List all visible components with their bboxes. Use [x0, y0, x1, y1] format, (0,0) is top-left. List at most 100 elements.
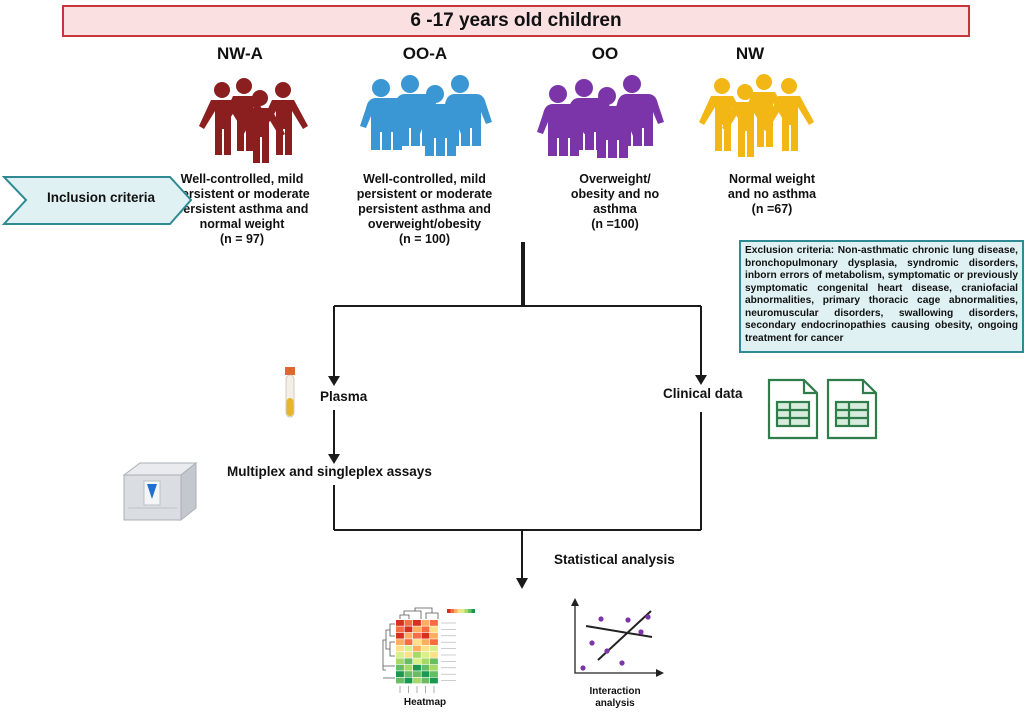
heatmap-cell — [430, 632, 438, 639]
group-n: (n = 97) — [219, 232, 265, 246]
analyzer-instrument-icon — [122, 461, 198, 522]
plasma-label: Plasma — [320, 389, 368, 404]
desc-line: Normal weight — [728, 172, 816, 186]
heatmap-cell — [421, 652, 430, 658]
people-nw-icon — [699, 74, 814, 157]
exclusion-criteria-box: Exclusion criteria: Non-asthmatic chroni… — [739, 240, 1024, 353]
heatmap-cell — [413, 671, 421, 677]
group-label-nw: NW — [735, 44, 765, 63]
heatmap-cell — [404, 664, 413, 671]
desc-line: persistent asthma and — [358, 202, 491, 216]
statistical-analysis-label: Statistical analysis — [554, 552, 675, 567]
people-oo-icon — [537, 75, 664, 158]
flow-arrowheads — [328, 375, 707, 589]
group-desc-oo-a: Well-controlled, mild persistent or mode… — [352, 172, 497, 247]
heatmap-color-key — [450, 609, 454, 613]
spreadsheet-icon — [826, 378, 878, 440]
heatmap-cell — [413, 639, 421, 645]
arrow-head — [695, 375, 707, 385]
inclusion-chevron — [1, 176, 193, 225]
heatmap-cell — [430, 626, 438, 633]
heatmap-cell — [404, 645, 413, 652]
spreadsheet-icon — [767, 378, 819, 440]
heatmap-cell — [421, 626, 430, 633]
heatmap-cell — [404, 658, 413, 665]
people-nw-a-icon — [199, 78, 308, 163]
desc-line: and no asthma — [727, 187, 817, 201]
heatmap-cell — [396, 626, 404, 633]
heatmap-cell — [396, 664, 404, 671]
heatmap-caption: Heatmap — [403, 697, 447, 708]
heatmap-cell — [421, 671, 430, 677]
heatmap-cell — [430, 639, 438, 645]
group-n: (n = 100) — [398, 232, 451, 246]
heatmap-color-key — [461, 609, 465, 613]
heatmap-cell — [396, 677, 404, 684]
group-label-oo-a: OO-A — [402, 44, 448, 63]
heatmap-dendrogram — [382, 623, 395, 679]
heatmap-cell — [396, 671, 404, 677]
heatmap-cell — [396, 632, 404, 639]
clinical-data-label: Clinical data — [663, 386, 743, 401]
heatmap-color-key — [471, 609, 475, 613]
heatmap-cell — [413, 677, 421, 684]
heatmap-color-key — [464, 609, 468, 613]
title-banner: 6 -17 years old children — [62, 5, 970, 37]
heatmap-cell — [396, 645, 404, 652]
group-label-oo: OO — [591, 44, 619, 63]
heatmap-cell — [421, 645, 430, 652]
heatmap-cell — [413, 652, 421, 658]
heatmap-cell — [421, 664, 430, 671]
flow-lines — [333, 242, 702, 580]
heatmap-cell — [396, 639, 404, 645]
arrow-head — [516, 578, 528, 589]
heatmap-cell — [404, 652, 413, 658]
inclusion-criteria-label: Inclusion criteria — [46, 190, 156, 205]
heatmap-cell — [430, 664, 438, 671]
heatmap-cell — [421, 632, 430, 639]
heatmap-cell — [413, 632, 421, 639]
assays-label: Multiplex and singleplex assays — [227, 464, 432, 479]
heatmap-cell — [404, 639, 413, 645]
heatmap-cell — [430, 677, 438, 684]
desc-line: asthma — [593, 202, 637, 216]
desc-line: overweight/obesity — [367, 217, 482, 231]
title-text: 6 -17 years old children — [410, 10, 622, 31]
heatmap-cell — [421, 620, 430, 626]
heatmap-cell — [430, 671, 438, 677]
heatmap-cell — [421, 658, 430, 665]
group-desc-nw: Normal weight and no asthma (n =67) — [712, 172, 832, 217]
heatmap-cell — [413, 658, 421, 665]
desc-line: persistent or moderate — [356, 187, 493, 201]
heatmap-color-key — [447, 609, 451, 613]
heatmap-cell — [404, 632, 413, 639]
people-oo-a-icon — [360, 75, 492, 156]
blood-tube-icon — [285, 367, 295, 418]
heatmap-cell — [430, 658, 438, 665]
heatmap-color-key — [457, 609, 461, 613]
arrow-head — [328, 376, 340, 386]
interaction-caption: Interaction analysis — [570, 686, 660, 710]
heatmap-cell — [404, 626, 413, 633]
heatmap-cell — [413, 620, 421, 626]
heatmap-cell — [430, 645, 438, 652]
group-desc-oo: Overweight/ obesity and no asthma (n =10… — [555, 172, 675, 232]
heatmap-color-key — [454, 609, 458, 613]
heatmap-cell — [421, 639, 430, 645]
heatmap-cell — [396, 620, 404, 626]
desc-line: persistent asthma and — [175, 202, 309, 216]
heatmap-cell — [396, 658, 404, 665]
desc-line: obesity and no — [570, 187, 660, 201]
exclusion-criteria-text: Exclusion criteria: Non-asthmatic chroni… — [745, 245, 1018, 344]
heatmap-cell — [413, 664, 421, 671]
heatmap-color-key — [468, 609, 472, 613]
heatmap-cell — [430, 620, 438, 626]
heatmap-dendrogram — [399, 607, 439, 619]
heatmap-cell — [413, 645, 421, 652]
interaction-plot-icon — [571, 598, 664, 677]
heatmap-cell — [430, 652, 438, 658]
heatmap-cell — [404, 620, 413, 626]
heatmap-cell — [421, 677, 430, 684]
heatmap-cell — [404, 671, 413, 677]
